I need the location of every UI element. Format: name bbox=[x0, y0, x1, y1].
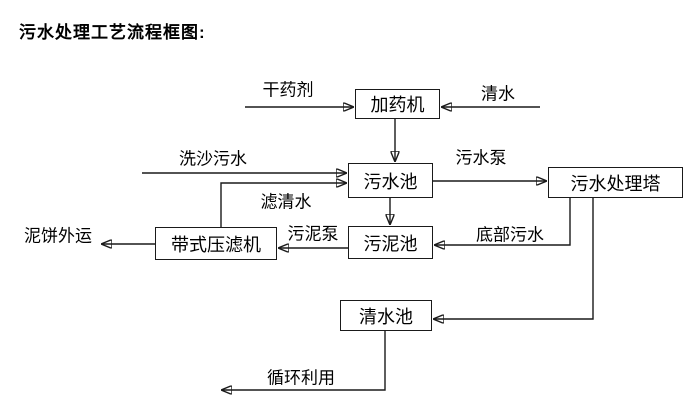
page-title: 污水处理工艺流程框图: bbox=[19, 23, 206, 42]
edge-label-dry-chemical: 干药剂 bbox=[262, 80, 314, 100]
edge-recycling-arrow bbox=[222, 331, 386, 390]
edge-label-filtered-water: 滤清水 bbox=[260, 192, 312, 212]
edge-label-sewage-pump: 污水泵 bbox=[455, 148, 507, 168]
edge-label-mud-cake-out: 泥饼外运 bbox=[24, 226, 92, 246]
edge-tower-to-clean-pool-arrow bbox=[434, 198, 594, 319]
node-sewage-pool: 污水池 bbox=[348, 163, 433, 198]
edge-bottom-sewage-arrow bbox=[435, 198, 571, 245]
node-clean-water-pool: 清水池 bbox=[340, 300, 432, 331]
edge-label-bottom-sewage: 底部污水 bbox=[476, 225, 544, 245]
edge-label-recycling: 循环利用 bbox=[267, 368, 335, 388]
edge-label-sand-washing: 洗沙污水 bbox=[179, 149, 247, 169]
node-sludge-pool: 污泥池 bbox=[348, 226, 433, 259]
node-sewage-treatment-tower: 污水处理塔 bbox=[548, 167, 683, 198]
edge-label-sludge-pump: 污泥泵 bbox=[287, 224, 339, 244]
edge-label-clean-water: 清水 bbox=[481, 84, 515, 104]
node-belt-filter-press: 带式压滤机 bbox=[155, 227, 277, 260]
node-dosing-machine: 加药机 bbox=[355, 89, 440, 119]
edge-filtered-water-arrow bbox=[220, 183, 346, 227]
